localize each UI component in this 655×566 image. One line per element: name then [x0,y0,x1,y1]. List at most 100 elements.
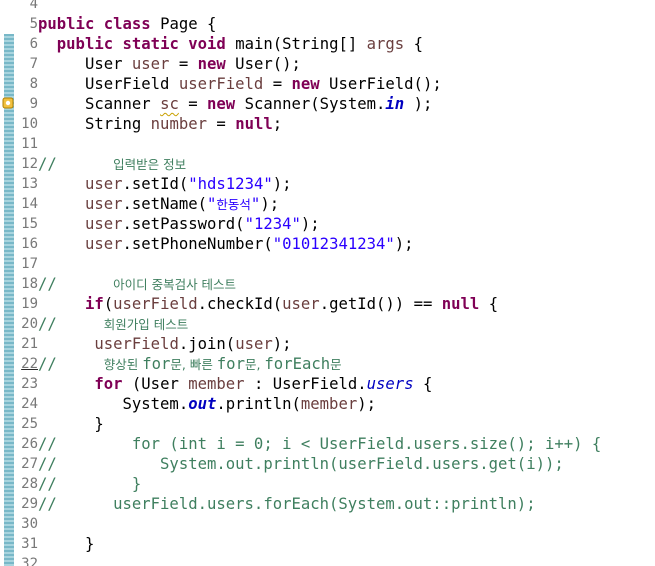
line-number: 13 [21,176,38,192]
code-token: user [84,235,123,253]
code-token: ); [260,195,280,213]
code-token: // System.out.println(userField.users.ge… [38,455,564,473]
code-token: public [56,35,114,53]
code-text: // userField.users.forEach(System.out::p… [38,494,536,514]
code-token: // [38,315,104,333]
code-token: null [235,115,273,133]
line-number: 6 [29,36,38,52]
code-token: { [413,375,433,393]
code-token: sc [160,95,179,113]
code-token: 입력받은 정보 [113,157,187,172]
code-token: .println( [216,395,301,413]
code-token: userField [94,335,179,353]
code-token: String [38,115,151,133]
code-text: Scanner sc = new Scanner(System.in ); [38,94,432,114]
code-token: 한동석 [216,197,251,212]
code-token: = [207,115,236,133]
code-token: Page { [150,15,217,33]
code-token [38,215,85,233]
code-text: userField.join(user); [38,334,291,354]
code-token [113,35,122,53]
warning-marker-icon[interactable] [2,97,14,109]
line-number: 20 [21,316,38,332]
code-token: = [178,95,208,113]
code-text: } [38,414,104,434]
code-token: ); [272,175,292,193]
code-token: user [282,295,320,313]
code-token: forEach [264,355,331,373]
code-text: // 아이디 중복검사 테스트 [38,274,236,295]
code-text: // for (int i = 0; i < UserField.users.s… [38,434,601,454]
code-token: 문, [244,357,265,372]
code-text: // } [38,474,141,494]
code-token: { [479,295,499,313]
code-token: public [38,15,95,33]
line-number: 19 [21,296,38,312]
code-token [38,235,85,253]
line-number: 12 [21,156,38,172]
code-text: User user = new User(); [38,54,301,74]
code-token: .setPassword( [122,215,245,233]
code-token [38,175,85,193]
line-number: 25 [21,416,38,432]
code-token: .checkId( [197,295,283,313]
line-number: 8 [29,76,38,92]
code-token: main(String[] [225,35,367,53]
line-number: 14 [21,196,38,212]
code-token: user [235,335,273,353]
code-token: .join( [178,335,236,353]
code-token: user [84,215,123,233]
code-token: number [150,115,208,133]
line-number: 16 [21,236,38,252]
code-token: Scanner(System. [235,95,386,113]
code-token: user [84,175,123,193]
code-text: if(userField.checkId(user.getId()) == nu… [38,294,498,314]
code-token: ); [394,235,414,253]
line-number: 7 [29,56,38,72]
code-text: user.setPhoneNumber("01012341234"); [38,234,414,254]
code-token: .setPhoneNumber( [122,235,273,253]
code-token: // [38,155,114,173]
code-token: args [366,35,405,53]
overview-ruler [0,0,14,566]
code-token: // [38,355,104,373]
line-number: 21 [21,336,38,352]
code-token: in [385,95,405,113]
code-token [179,35,188,53]
code-token: if [84,295,104,313]
code-text: public static void main(String[] args { [38,34,423,54]
code-token: // } [38,475,142,493]
code-text: String number = null; [38,114,282,134]
code-token: } [38,415,104,433]
line-number: 22 [21,356,38,372]
code-text: // System.out.println(userField.users.ge… [38,454,564,474]
code-text: user.setPassword("1234"); [38,214,320,234]
code-token [38,295,85,313]
code-token: void [188,35,226,53]
code-token: ( [103,295,114,313]
code-token: User(); [225,55,301,73]
code-text: // 회원가입 테스트 [38,314,188,335]
line-number: 15 [21,216,38,232]
code-token: " [250,195,261,213]
code-token: member [188,375,245,393]
code-token: UserField(); [319,75,442,93]
code-token: for [142,355,171,373]
code-token: for [94,375,123,393]
code-token: System. [38,395,189,413]
code-token: class [103,15,151,33]
code-token: new [207,95,236,113]
line-number: 26 [21,436,38,452]
code-token: ); [357,395,377,413]
code-token: "hds1234" [188,175,273,193]
line-number: 31 [21,536,38,552]
line-number: 30 [21,516,38,532]
code-token: "1234" [244,215,301,233]
code-token: } [38,535,95,553]
code-text: user.setId("hds1234"); [38,174,292,194]
code-token: Scanner [38,95,161,113]
code-token: users [366,375,414,393]
code-token: UserField [38,75,179,93]
code-token [38,195,85,213]
